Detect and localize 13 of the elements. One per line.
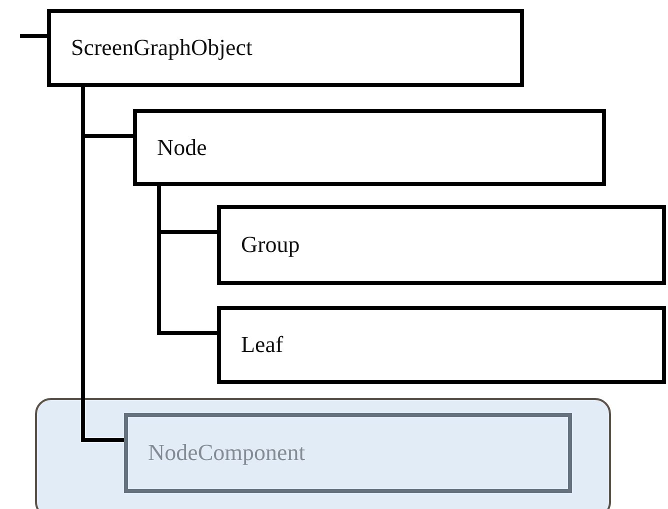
class-name: Leaf: [241, 332, 284, 358]
class-name: ScreenGraphObject: [71, 35, 252, 61]
class-name: NodeComponent: [148, 440, 306, 466]
class-name: Group: [241, 232, 300, 258]
highlight-band: [35, 398, 611, 509]
connector-line: [81, 87, 124, 442]
class-name: Node: [157, 134, 207, 160]
class-box: [217, 306, 666, 384]
class-box: [47, 9, 524, 87]
class-box: [133, 109, 606, 186]
class-box: [217, 205, 666, 285]
class-box: [124, 413, 572, 493]
connector-line: [20, 34, 47, 38]
